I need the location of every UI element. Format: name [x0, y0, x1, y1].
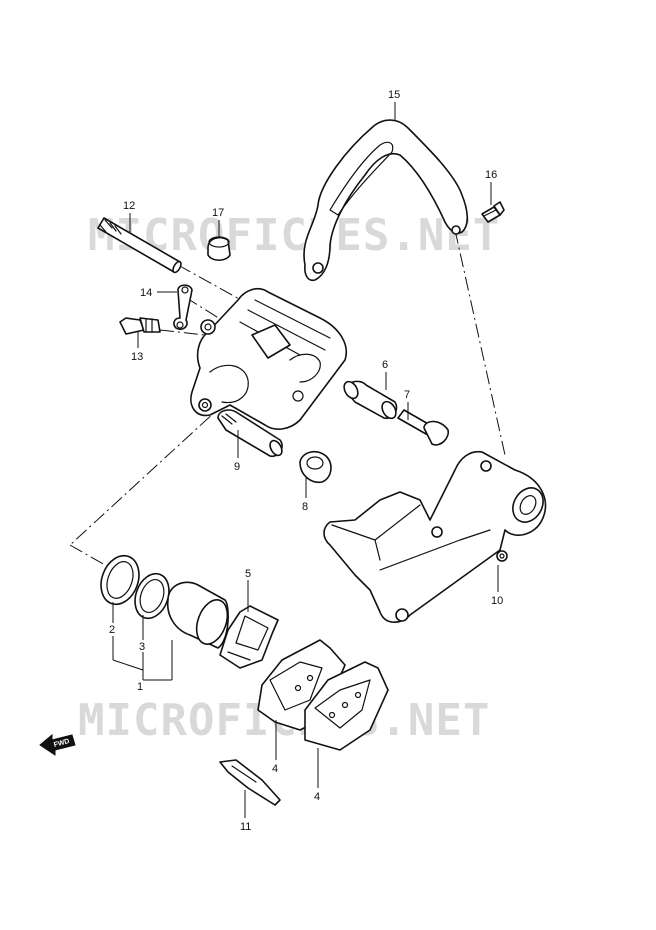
callout-1: 1 [137, 681, 143, 693]
caliper-body [190, 288, 347, 430]
part-5-spring [219, 605, 279, 669]
callout-7: 7 [404, 389, 410, 401]
part-8-boot [299, 450, 332, 484]
callout-13: 13 [131, 351, 143, 363]
callout-8: 8 [302, 501, 308, 513]
fwd-arrow-icon: FWD [39, 733, 76, 756]
caliper-piston [166, 581, 229, 649]
callout-15: 15 [388, 89, 400, 101]
callout-17: 17 [212, 207, 224, 219]
part-4-pad-outer [304, 661, 389, 751]
callout-3: 3 [139, 641, 145, 653]
callout-4-inner: 4 [272, 763, 278, 775]
part-17-cap [207, 236, 231, 262]
part-14-clip [173, 284, 193, 331]
callout-6: 6 [382, 359, 388, 371]
callout-12: 12 [123, 200, 135, 212]
callout-9: 9 [234, 461, 240, 473]
callout-4-outer: 4 [314, 791, 320, 803]
callout-11: 11 [240, 821, 251, 833]
callout-2: 2 [109, 624, 115, 636]
part-13-bleeder [119, 317, 161, 335]
part-15-bracket [303, 119, 469, 282]
callout-14: 14 [140, 287, 152, 299]
part-11-clip [219, 759, 281, 806]
part-9-pin [217, 409, 283, 458]
callout-10: 10 [491, 595, 503, 607]
caliper-bracket [323, 450, 547, 623]
callouts: 15 16 12 17 14 13 6 7 9 8 10 5 2 3 1 4 4… [109, 89, 503, 833]
part-6-sleeve [343, 380, 398, 420]
leader-lines [112, 102, 499, 818]
callout-16: 16 [485, 169, 497, 181]
part-16-bolt [481, 201, 505, 223]
part-2-seal [100, 554, 140, 606]
part-7-bolt [397, 409, 450, 446]
callout-5: 5 [245, 568, 251, 580]
part-12-pin [97, 217, 182, 274]
alignment-lines [69, 229, 506, 566]
fwd-label: FWD [53, 738, 70, 749]
